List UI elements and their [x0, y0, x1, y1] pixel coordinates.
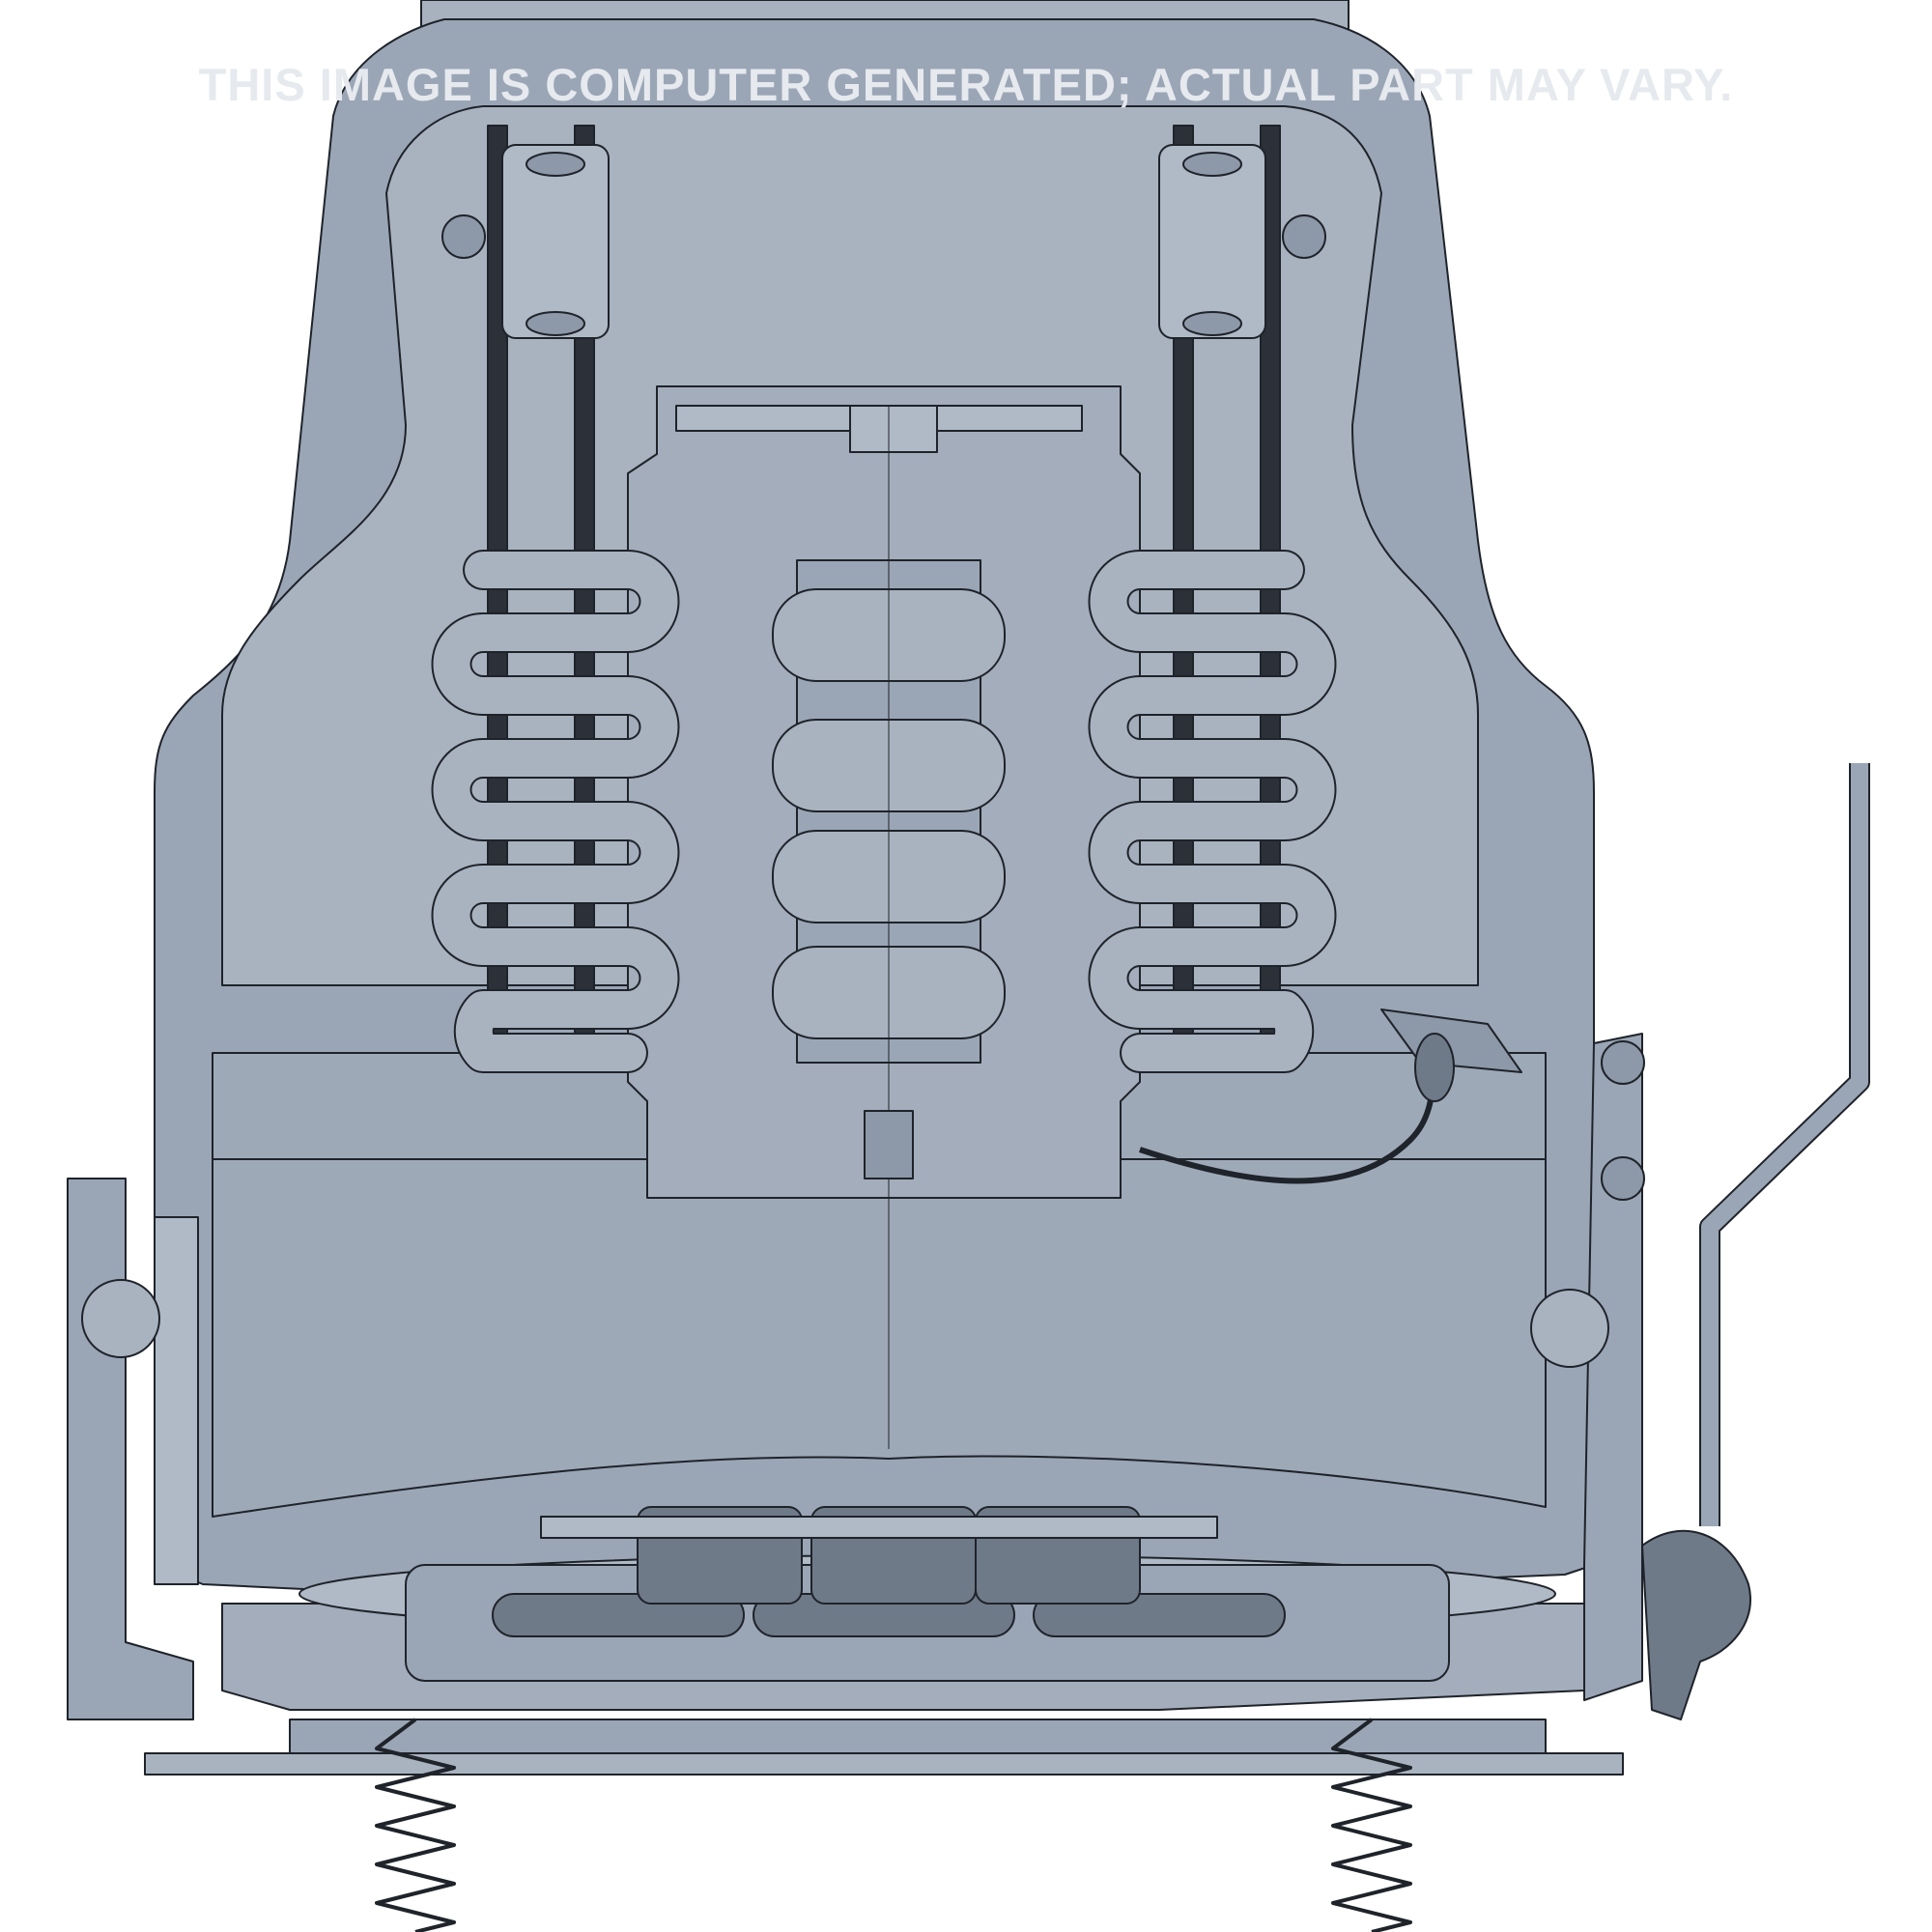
cross-shaft: [540, 1516, 1218, 1539]
left-coil-spring: [375, 1718, 456, 1932]
right-side-bracket: [1583, 1033, 1643, 1701]
right-recliner-knob: [1530, 1289, 1609, 1368]
left-shell-bolt: [441, 214, 486, 259]
right-coil-spring: [1331, 1718, 1412, 1932]
left-headrest-bracket: [501, 144, 610, 339]
right-shell-bolt: [1282, 214, 1326, 259]
left-recliner-knob: [81, 1279, 160, 1358]
lumbar-clip: [864, 1110, 914, 1179]
lever-handle-grip: [1641, 1529, 1751, 1720]
right-headrest-bracket: [1158, 144, 1266, 339]
